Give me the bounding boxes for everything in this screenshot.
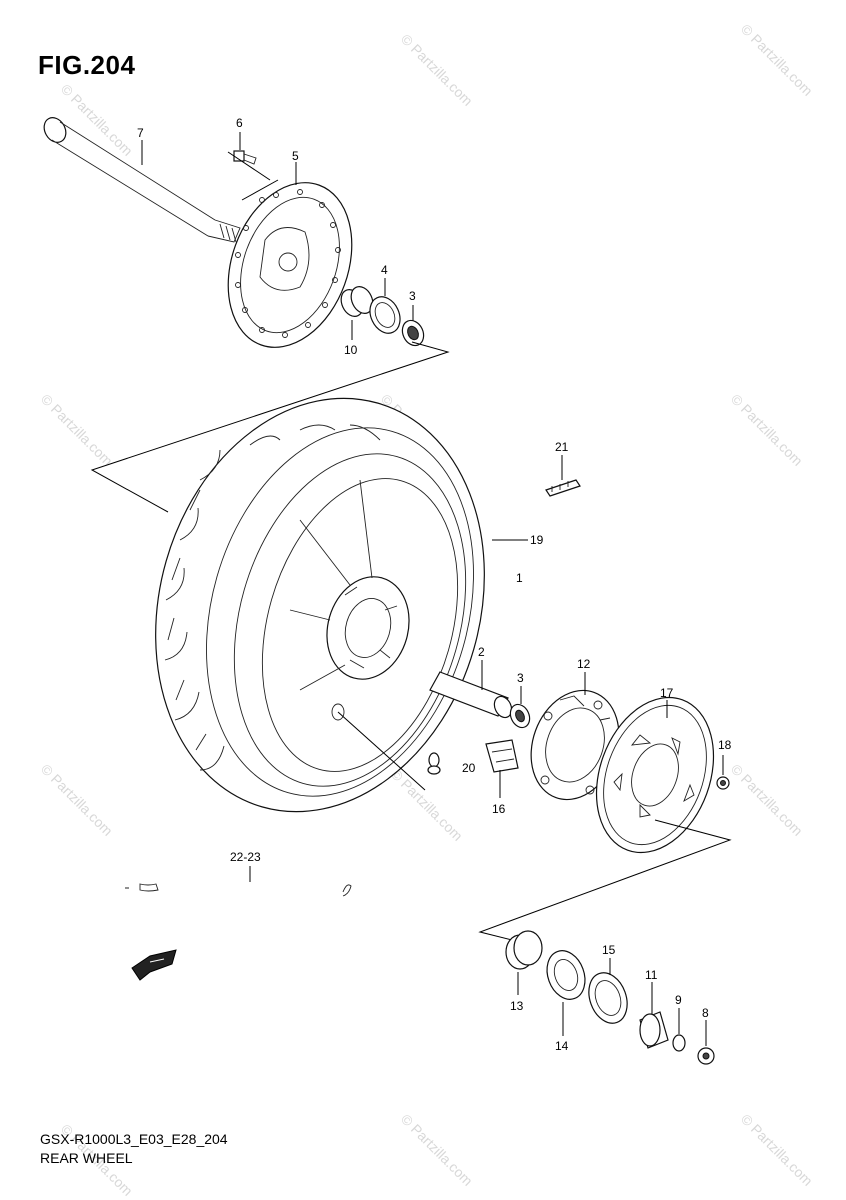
rear-wheel-part-1 bbox=[233, 453, 467, 787]
watermark: © Partzilla.com bbox=[738, 21, 816, 99]
watermark: © Partzilla.com bbox=[738, 1111, 816, 1189]
callout-label: 18 bbox=[718, 738, 732, 752]
watermark: © Partzilla.com bbox=[38, 391, 116, 469]
watermark: © Partzilla.com bbox=[388, 766, 466, 844]
callout-label: 14 bbox=[555, 1039, 569, 1053]
rear-tire-part-19 bbox=[155, 397, 485, 813]
rear-sprocket-part-17 bbox=[595, 696, 715, 854]
rear-axle-part-7 bbox=[43, 117, 241, 243]
oil-seal-part-15 bbox=[588, 972, 628, 1024]
callout-label: 20 bbox=[462, 761, 476, 775]
spacer-part-10 bbox=[340, 286, 374, 317]
oil-seal-part-4 bbox=[369, 296, 401, 334]
callout-label: 15 bbox=[602, 943, 616, 957]
watermark: © Partzilla.com bbox=[58, 81, 136, 159]
callout-label: 7 bbox=[137, 126, 144, 140]
callout-label: 9 bbox=[675, 993, 682, 1007]
balance-weight-part-21 bbox=[545, 479, 581, 497]
callout-label: 12 bbox=[577, 657, 591, 671]
axle-nut-part-8 bbox=[697, 1047, 715, 1065]
tire-valve bbox=[427, 752, 441, 775]
spacer-part-11 bbox=[639, 1011, 669, 1049]
watermark: © Partzilla.com bbox=[398, 31, 476, 109]
callout-label: 2 bbox=[478, 645, 485, 659]
callout-label: 5 bbox=[292, 149, 299, 163]
decal-emblems-part-22-23 bbox=[125, 883, 352, 897]
bolt-part-6 bbox=[233, 150, 257, 165]
axle-spacer-part-2 bbox=[429, 671, 513, 719]
figure-title: FIG.204 bbox=[38, 50, 136, 80]
callout-label: 8 bbox=[702, 1006, 709, 1020]
cush-drive-damper-part-16 bbox=[485, 739, 519, 773]
callout-label: 13 bbox=[510, 999, 524, 1013]
model-code: GSX-R1000L3_E03_E28_204 bbox=[40, 1131, 228, 1147]
spacer-part-13 bbox=[505, 930, 543, 970]
brake-disc-part-5 bbox=[227, 182, 353, 348]
callout-label: 3 bbox=[517, 671, 524, 685]
section-title: REAR WHEEL bbox=[40, 1150, 133, 1166]
watermark: © Partzilla.com bbox=[728, 391, 806, 469]
callout-label: 16 bbox=[492, 802, 506, 816]
bearing-part-3-upper bbox=[401, 319, 425, 347]
watermark: © Partzilla.com bbox=[398, 1111, 476, 1189]
watermark: © Partzilla.com bbox=[38, 761, 116, 839]
callout-label: 21 bbox=[555, 440, 569, 454]
callout-label: 19 bbox=[530, 533, 544, 547]
callout-label: 6 bbox=[236, 116, 243, 130]
callout-label: 1 bbox=[516, 571, 523, 585]
callout-label: 11 bbox=[645, 968, 658, 982]
front-direction-arrow-icon bbox=[131, 949, 177, 981]
sprocket-nut-part-18 bbox=[716, 776, 730, 790]
callout-label: 3 bbox=[409, 289, 416, 303]
callout-label: 17 bbox=[660, 686, 674, 700]
callout-label: 4 bbox=[381, 263, 388, 277]
sprocket-drum-part-12 bbox=[530, 689, 620, 801]
watermark: © Partzilla.com bbox=[728, 761, 806, 839]
callout-label: 10 bbox=[344, 343, 358, 357]
washer-part-9 bbox=[672, 1034, 686, 1052]
callout-label: 22-23 bbox=[230, 850, 261, 864]
bearing-part-14 bbox=[546, 950, 586, 1000]
bearing-part-3-lower bbox=[509, 703, 531, 729]
